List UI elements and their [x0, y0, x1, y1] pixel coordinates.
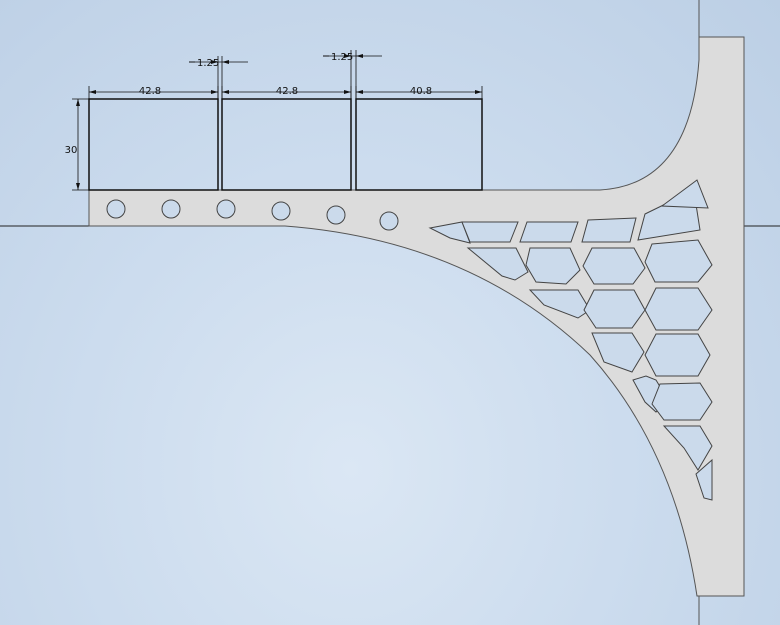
dimension-height[interactable]: 30 — [65, 98, 89, 191]
hole[interactable] — [326, 205, 346, 225]
hole[interactable] — [216, 199, 236, 219]
cutout[interactable] — [662, 425, 713, 471]
dimension-value: 1.25 — [197, 58, 219, 69]
sketch-rectangle-2[interactable] — [221, 98, 352, 191]
arrow-head — [211, 90, 218, 94]
dimension-value: 42.8 — [276, 86, 298, 97]
sketch-rectangles — [88, 98, 483, 191]
dimension-width-3[interactable]: 40.8 — [355, 86, 483, 99]
sketch-rectangle-1[interactable] — [88, 98, 219, 191]
dimension-value: 1.25 — [331, 52, 353, 63]
arrow-head — [344, 90, 351, 94]
cutout[interactable] — [525, 247, 581, 285]
cutout[interactable] — [591, 332, 645, 373]
arrow-head — [211, 60, 218, 64]
arrow-head — [475, 90, 482, 94]
cutout[interactable] — [466, 247, 529, 281]
hole[interactable] — [379, 211, 399, 231]
dimension-gap-1[interactable]: 1.25 — [190, 56, 248, 99]
arrow-head — [222, 90, 229, 94]
cutout[interactable] — [660, 179, 709, 209]
bracket-body[interactable] — [88, 36, 745, 597]
cutout[interactable] — [644, 333, 711, 377]
cutout[interactable] — [644, 239, 713, 283]
cutout[interactable] — [583, 289, 646, 329]
hole[interactable] — [271, 201, 291, 221]
cutout[interactable] — [428, 221, 471, 244]
dimension-width-1[interactable]: 42.8 — [88, 86, 219, 99]
dimension-value: 30 — [65, 145, 78, 156]
cutout[interactable] — [695, 458, 713, 501]
dimension-gap-2[interactable]: 1.25 — [324, 50, 382, 99]
dimension-width-2[interactable]: 42.8 — [221, 86, 352, 99]
arrow-head — [356, 54, 363, 58]
cutout[interactable] — [582, 247, 646, 285]
arrow-head — [76, 183, 80, 190]
cutout[interactable] — [581, 217, 637, 243]
arrow-head — [356, 90, 363, 94]
cutout[interactable] — [528, 289, 591, 319]
cutout[interactable] — [519, 221, 579, 243]
hole[interactable] — [106, 199, 126, 219]
arrow-head — [222, 60, 229, 64]
dimension-value: 42.8 — [139, 86, 161, 97]
arrow-head — [76, 99, 80, 106]
hole[interactable] — [161, 199, 181, 219]
honeycomb-cutouts — [428, 179, 713, 501]
cutout[interactable] — [644, 287, 713, 331]
sketch-rectangle-3[interactable] — [355, 98, 483, 191]
hole-row — [106, 199, 399, 231]
arrow-head — [344, 54, 351, 58]
cutout[interactable] — [651, 382, 713, 421]
cutout[interactable] — [461, 221, 519, 243]
arrow-head — [89, 90, 96, 94]
dimension-value: 40.8 — [410, 86, 432, 97]
